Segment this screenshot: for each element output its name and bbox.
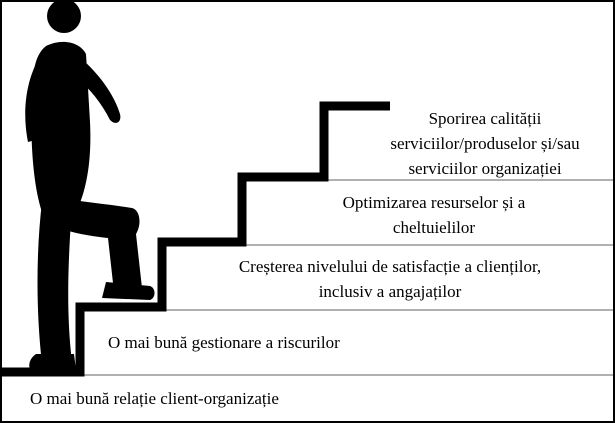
walking-person-icon [25,2,155,370]
step-5-label: Sporirea calității serviciilor/produselo… [354,106,613,181]
step-5-line-2: serviciilor/produselor și/sau [390,134,580,153]
step-1-label: O mai bună relație client-organizație [30,386,510,411]
step-4-line-2: cheltuielilor [392,218,476,237]
staircase-line [2,101,390,377]
step-5-line-3: serviciilor organizației [408,159,562,178]
step-2-line-1: O mai bună gestionare a riscurilor [108,333,340,352]
step-2-label: O mai bună gestionare a riscurilor [108,330,558,355]
step-3-line-1: Creșterea nivelului de satisfacție a cli… [238,257,542,276]
step-4-line-1: Optimizarea resurselor și a [342,193,526,212]
step-4-label: Optimizarea resurselor și a cheltuielilo… [264,190,604,240]
step-1-line-1: O mai bună relație client-organizație [30,389,279,408]
step-3-label: Creșterea nivelului de satisfacție a cli… [180,254,600,304]
step-3-line-2: inclusiv a angajaților [318,282,462,301]
step-5-line-1: Sporirea calității [428,109,542,128]
